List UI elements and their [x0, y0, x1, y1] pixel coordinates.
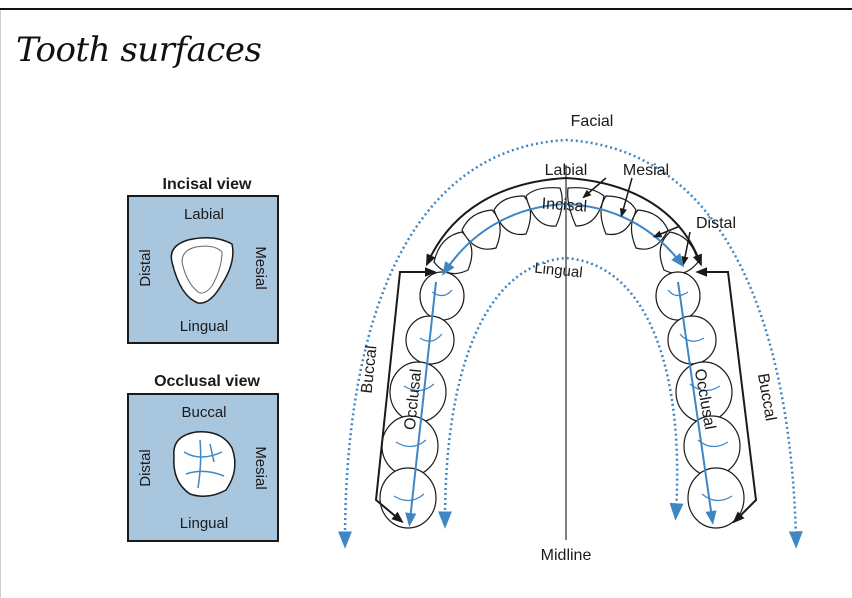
- occlusal-view-heading: Occlusal view: [154, 373, 260, 390]
- mesial-pointer-a: [582, 177, 607, 199]
- molar-crown-shape: [173, 431, 236, 497]
- incisor-crown-shape: [170, 237, 234, 304]
- distal-pointer-a: [652, 225, 681, 238]
- occlusal-left-label: Distal: [137, 449, 154, 487]
- incisal-bottom-label: Lingual: [180, 318, 228, 335]
- incisal-right-label: Mesial: [252, 246, 269, 289]
- occlusal-bottom-label: Lingual: [180, 515, 228, 532]
- incisor-inner-outline: [181, 245, 223, 294]
- lingual-arrow: [438, 256, 684, 529]
- facial-arrow: [338, 138, 803, 549]
- page-title: Tooth surfaces: [16, 30, 262, 70]
- incisal-top-label: Labial: [184, 206, 224, 223]
- mesial-label: Mesial: [623, 162, 669, 179]
- occlusal-left-label: Occlusal: [402, 368, 425, 431]
- midline-label: Midline: [541, 547, 592, 564]
- occlusal-top-label: Buccal: [181, 404, 226, 421]
- incisal-label: Incisal: [541, 195, 587, 215]
- buccal-left-label: Buccal: [359, 345, 381, 395]
- incisal-view-panel: Incisal view Labial Lingual Distal Mesia…: [127, 176, 279, 344]
- left-rule: [0, 10, 1, 598]
- molar-fissure-lines: [183, 439, 225, 489]
- occlusal-right-label: Mesial: [252, 446, 269, 489]
- buccal-right-label: Buccal: [754, 372, 779, 422]
- distal-pointer-b: [681, 231, 691, 266]
- occlusal-left-arrow: [405, 281, 437, 527]
- facial-label: Facial: [571, 113, 614, 130]
- labial-arrow: [425, 176, 702, 267]
- incisal-left-label: Distal: [137, 249, 154, 287]
- distal-label: Distal: [696, 215, 736, 232]
- incisal-view-heading: Incisal view: [163, 176, 252, 193]
- occlusal-right-arrow: [677, 281, 717, 525]
- occlusal-view-panel: Occlusal view Buccal Lingual Distal Mesi…: [127, 373, 279, 542]
- mesial-pointer-b: [619, 177, 633, 218]
- lingual-label: Lingual: [534, 260, 584, 282]
- incisal-arrow: [442, 202, 685, 276]
- labial-label: Labial: [545, 162, 588, 179]
- buccal-left-arrow: [374, 267, 437, 524]
- top-rule: [0, 8, 852, 10]
- buccal-right-arrow: [695, 267, 758, 524]
- dental-arch: Facial Labial Mesial Incisal Distal Ling…: [338, 113, 803, 564]
